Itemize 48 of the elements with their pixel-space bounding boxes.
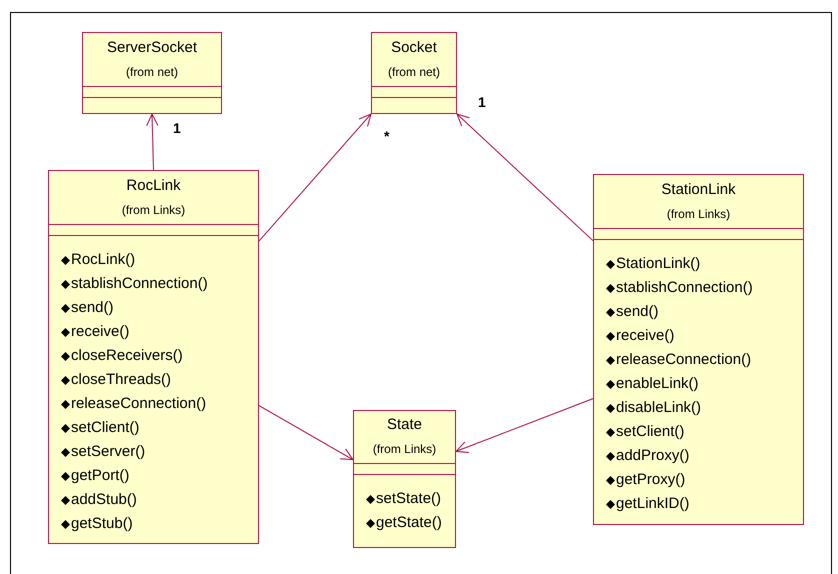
class-name: ServerSocket [106,38,198,58]
operation-name: setClient() [616,422,684,442]
association-arrow [456,113,594,242]
class-name: RocLink [126,176,181,196]
class-box [82,32,222,114]
operation-name: addProxy() [616,446,690,466]
association-arrow [454,398,594,453]
operation-name: disableLink() [616,398,702,418]
association-arrow [258,405,354,460]
class-name: StationLink [661,180,736,200]
operation-name: getPort() [71,466,130,486]
operation-name: releaseConnection() [616,350,752,370]
operation-name: releaseConnection() [71,394,206,414]
operation-name: getProxy() [616,470,686,490]
package-label: (from net) [388,64,440,80]
operation-name: send() [71,298,114,318]
operation-name: getLinkID() [616,494,690,514]
operation-name: closeReceivers() [71,346,183,366]
package-label: (from Links) [666,206,730,222]
operation-name: receive() [71,322,130,342]
class-name: Socket [391,38,437,58]
class-name: State [386,415,422,435]
class-box [48,170,259,544]
package-label: (from net) [126,64,178,80]
class-box [593,174,804,525]
operation-name: stablishConnection() [71,274,208,294]
package-label: (from Links) [372,441,436,458]
multiplicity-label: 1 [478,94,486,110]
operation-name: stablishConnection() [616,278,753,298]
operation-name: receive() [616,326,674,346]
package-label: (from Links) [122,202,186,218]
association-arrow [258,113,372,242]
operation-name: closeThreads() [71,370,172,390]
association-arrow [146,112,158,170]
operation-name: send() [616,302,659,322]
operation-name: setServer() [71,442,146,462]
operation-name: enableLink() [616,374,699,394]
multiplicity-label: 1 [173,120,181,136]
class-box [371,32,457,114]
operation-name: getStub() [71,514,133,534]
operation-name: getState() [376,513,442,533]
operation-name: StationLink() [616,254,700,274]
operation-name: RocLink() [71,250,136,270]
class-box [353,410,456,548]
operation-name: setState() [376,489,442,509]
operation-name: addStub() [71,490,137,510]
multiplicity-label: * [384,128,390,144]
operation-name: setClient() [71,418,140,438]
